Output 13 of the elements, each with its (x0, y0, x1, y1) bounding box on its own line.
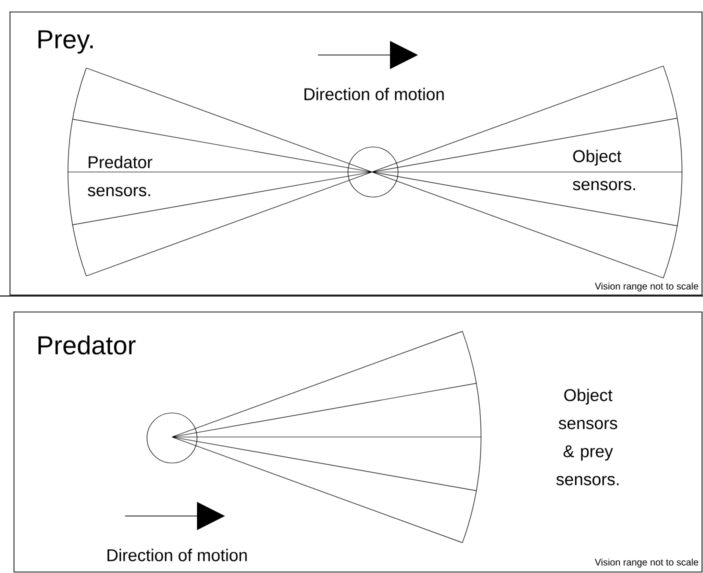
region-label: Object sensors. (572, 150, 636, 190)
panel-title: Predator (38, 335, 136, 355)
body-circle (146, 412, 198, 464)
panel-frame (14, 312, 702, 572)
caption-text: Direction of motion (108, 548, 247, 562)
body-circle (348, 146, 398, 198)
region-label: Object sensors & prey sensors. (556, 388, 619, 486)
panel-title: Prey. (38, 30, 93, 54)
panel-frame (10, 12, 702, 296)
caption-text: Direction of motion (304, 88, 444, 100)
region-label: Predator sensors. (88, 156, 152, 196)
note-text: Vision range not to scale (594, 282, 698, 292)
note-text: Vision range not to scale (594, 558, 698, 568)
